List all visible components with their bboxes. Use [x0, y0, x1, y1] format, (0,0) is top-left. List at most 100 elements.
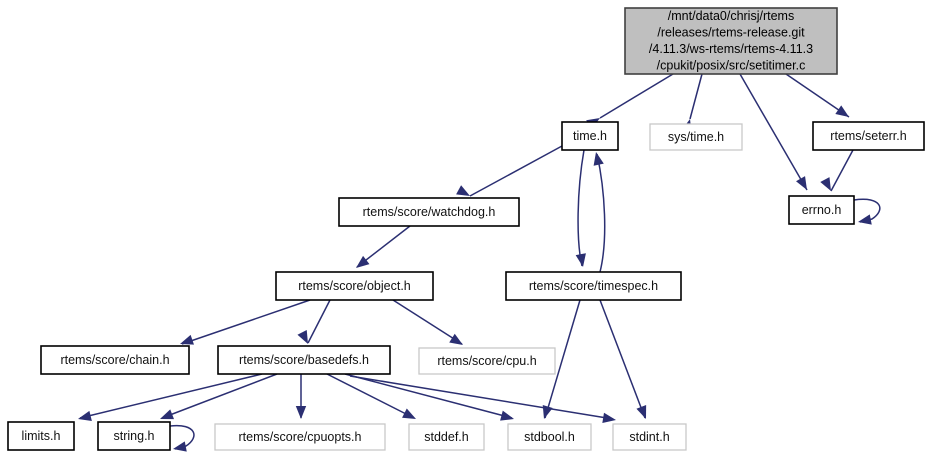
- node-box[interactable]: [505, 271, 682, 301]
- graph-node-stdbool[interactable]: stdbool.h: [507, 423, 592, 451]
- node-label: rtems/seterr.h: [830, 129, 906, 143]
- node-box[interactable]: [7, 421, 75, 451]
- arrow-head-icon: [356, 255, 370, 268]
- graph-node-watchdog[interactable]: rtems/score/watchdog.h: [338, 197, 520, 227]
- node-box[interactable]: [812, 121, 925, 151]
- node-label: stddef.h: [424, 430, 469, 444]
- edge-root-to-time: [586, 73, 674, 130]
- node-box[interactable]: [214, 423, 386, 451]
- graph-node-stddef[interactable]: stddef.h: [408, 423, 485, 451]
- node-label: limits.h: [22, 429, 61, 443]
- graph-node-timespec[interactable]: rtems/score/timespec.h: [505, 271, 682, 301]
- node-box[interactable]: [97, 421, 171, 451]
- edge-line: [181, 299, 311, 345]
- graph-node-cpuopts[interactable]: rtems/score/cpuopts.h: [214, 423, 386, 451]
- edge-basedefs-to-stdbool: [344, 373, 514, 421]
- node-label: rtems/score/basedefs.h: [239, 353, 369, 367]
- edge-line: [830, 149, 854, 192]
- edge-basedefs-to-limits: [78, 373, 263, 421]
- edge-line: [544, 299, 581, 419]
- node-label: /cpukit/posix/src/setitimer.c: [657, 59, 806, 73]
- edge-string-to-string: [169, 424, 195, 452]
- arrow-head-icon: [835, 105, 849, 117]
- node-label: sys/time.h: [668, 130, 724, 144]
- arrow-head-icon: [456, 185, 470, 196]
- edge-line: [161, 373, 278, 419]
- graph-node-cpu[interactable]: rtems/score/cpu.h: [418, 347, 556, 375]
- node-label: rtems/score/cpuopts.h: [239, 430, 362, 444]
- graph-node-string[interactable]: string.h: [97, 421, 171, 451]
- graph-node-systime[interactable]: sys/time.h: [649, 123, 743, 151]
- arrow-head-icon: [500, 410, 514, 421]
- arrow-head-icon: [636, 404, 647, 419]
- node-box[interactable]: [624, 7, 838, 75]
- arrow-head-icon: [180, 334, 194, 345]
- graph-node-errno[interactable]: errno.h: [788, 195, 855, 225]
- arrow-head-icon: [575, 253, 586, 267]
- node-box[interactable]: [408, 423, 485, 451]
- edge-watchdog-to-object: [356, 225, 411, 268]
- arrow-head-icon: [542, 405, 553, 419]
- arrow-head-icon: [593, 152, 604, 166]
- edge-basedefs-to-stdint: [349, 375, 616, 424]
- edge-timespec-to-stdint: [599, 299, 647, 419]
- node-label: errno.h: [802, 203, 842, 217]
- edge-basedefs-to-string: [160, 373, 278, 420]
- node-label: stdbool.h: [524, 430, 575, 444]
- edge-line: [853, 198, 881, 223]
- edge-root-to-seterr: [785, 73, 850, 118]
- edge-timespec-to-stdbool: [542, 299, 581, 419]
- graph-node-limits[interactable]: limits.h: [7, 421, 75, 451]
- node-label: rtems/score/watchdog.h: [363, 205, 496, 219]
- node-box[interactable]: [217, 345, 391, 375]
- graph-node-time[interactable]: time.h: [561, 121, 619, 151]
- edge-object-to-cpu: [392, 299, 463, 345]
- arrow-head-icon: [173, 441, 187, 452]
- node-layer: /mnt/data0/chrisj/rtems/releases/rtems-r…: [7, 7, 925, 451]
- edge-line: [169, 424, 195, 450]
- node-label: rtems/score/timespec.h: [529, 279, 658, 293]
- graph-node-basedefs[interactable]: rtems/score/basedefs.h: [217, 345, 391, 375]
- node-label: rtems/score/cpu.h: [437, 354, 536, 368]
- node-label: rtems/score/chain.h: [60, 353, 169, 367]
- edge-time-to-timespec: [575, 149, 586, 267]
- graph-node-object[interactable]: rtems/score/object.h: [275, 271, 434, 301]
- node-label: rtems/score/object.h: [298, 279, 411, 293]
- edge-root-to-errno: [739, 73, 808, 191]
- edge-layer: [78, 73, 881, 452]
- arrow-head-icon: [295, 405, 307, 419]
- graph-node-root[interactable]: /mnt/data0/chrisj/rtems/releases/rtems-r…: [624, 7, 838, 75]
- edge-object-to-basedefs: [297, 299, 331, 344]
- graph-node-seterr[interactable]: rtems/seterr.h: [812, 121, 925, 151]
- node-box[interactable]: [418, 347, 556, 375]
- node-box[interactable]: [561, 121, 619, 151]
- edge-line: [596, 153, 606, 273]
- edge-time-to-watchdog: [456, 145, 563, 197]
- edge-line: [599, 73, 674, 119]
- edge-line: [79, 373, 263, 419]
- node-box[interactable]: [649, 123, 743, 151]
- edge-line: [349, 375, 614, 420]
- edge-basedefs-to-cpuopts: [295, 374, 307, 419]
- node-box[interactable]: [40, 345, 190, 375]
- arrow-head-icon: [449, 333, 463, 345]
- graph-node-stdint[interactable]: stdint.h: [612, 423, 687, 451]
- node-box[interactable]: [338, 197, 520, 227]
- node-label: stdint.h: [629, 430, 669, 444]
- arrow-head-icon: [796, 176, 807, 190]
- edge-line: [739, 73, 808, 191]
- graph-node-chain[interactable]: rtems/score/chain.h: [40, 345, 190, 375]
- node-box[interactable]: [275, 271, 434, 301]
- node-box[interactable]: [507, 423, 592, 451]
- arrow-head-icon: [297, 330, 308, 344]
- arrow-head-icon: [78, 410, 92, 421]
- arrow-head-icon: [160, 409, 175, 420]
- edge-timespec-to-time: [593, 152, 606, 273]
- edge-line: [307, 299, 331, 344]
- node-box[interactable]: [612, 423, 687, 451]
- node-box[interactable]: [788, 195, 855, 225]
- edge-line: [469, 145, 563, 197]
- edge-line: [392, 299, 463, 345]
